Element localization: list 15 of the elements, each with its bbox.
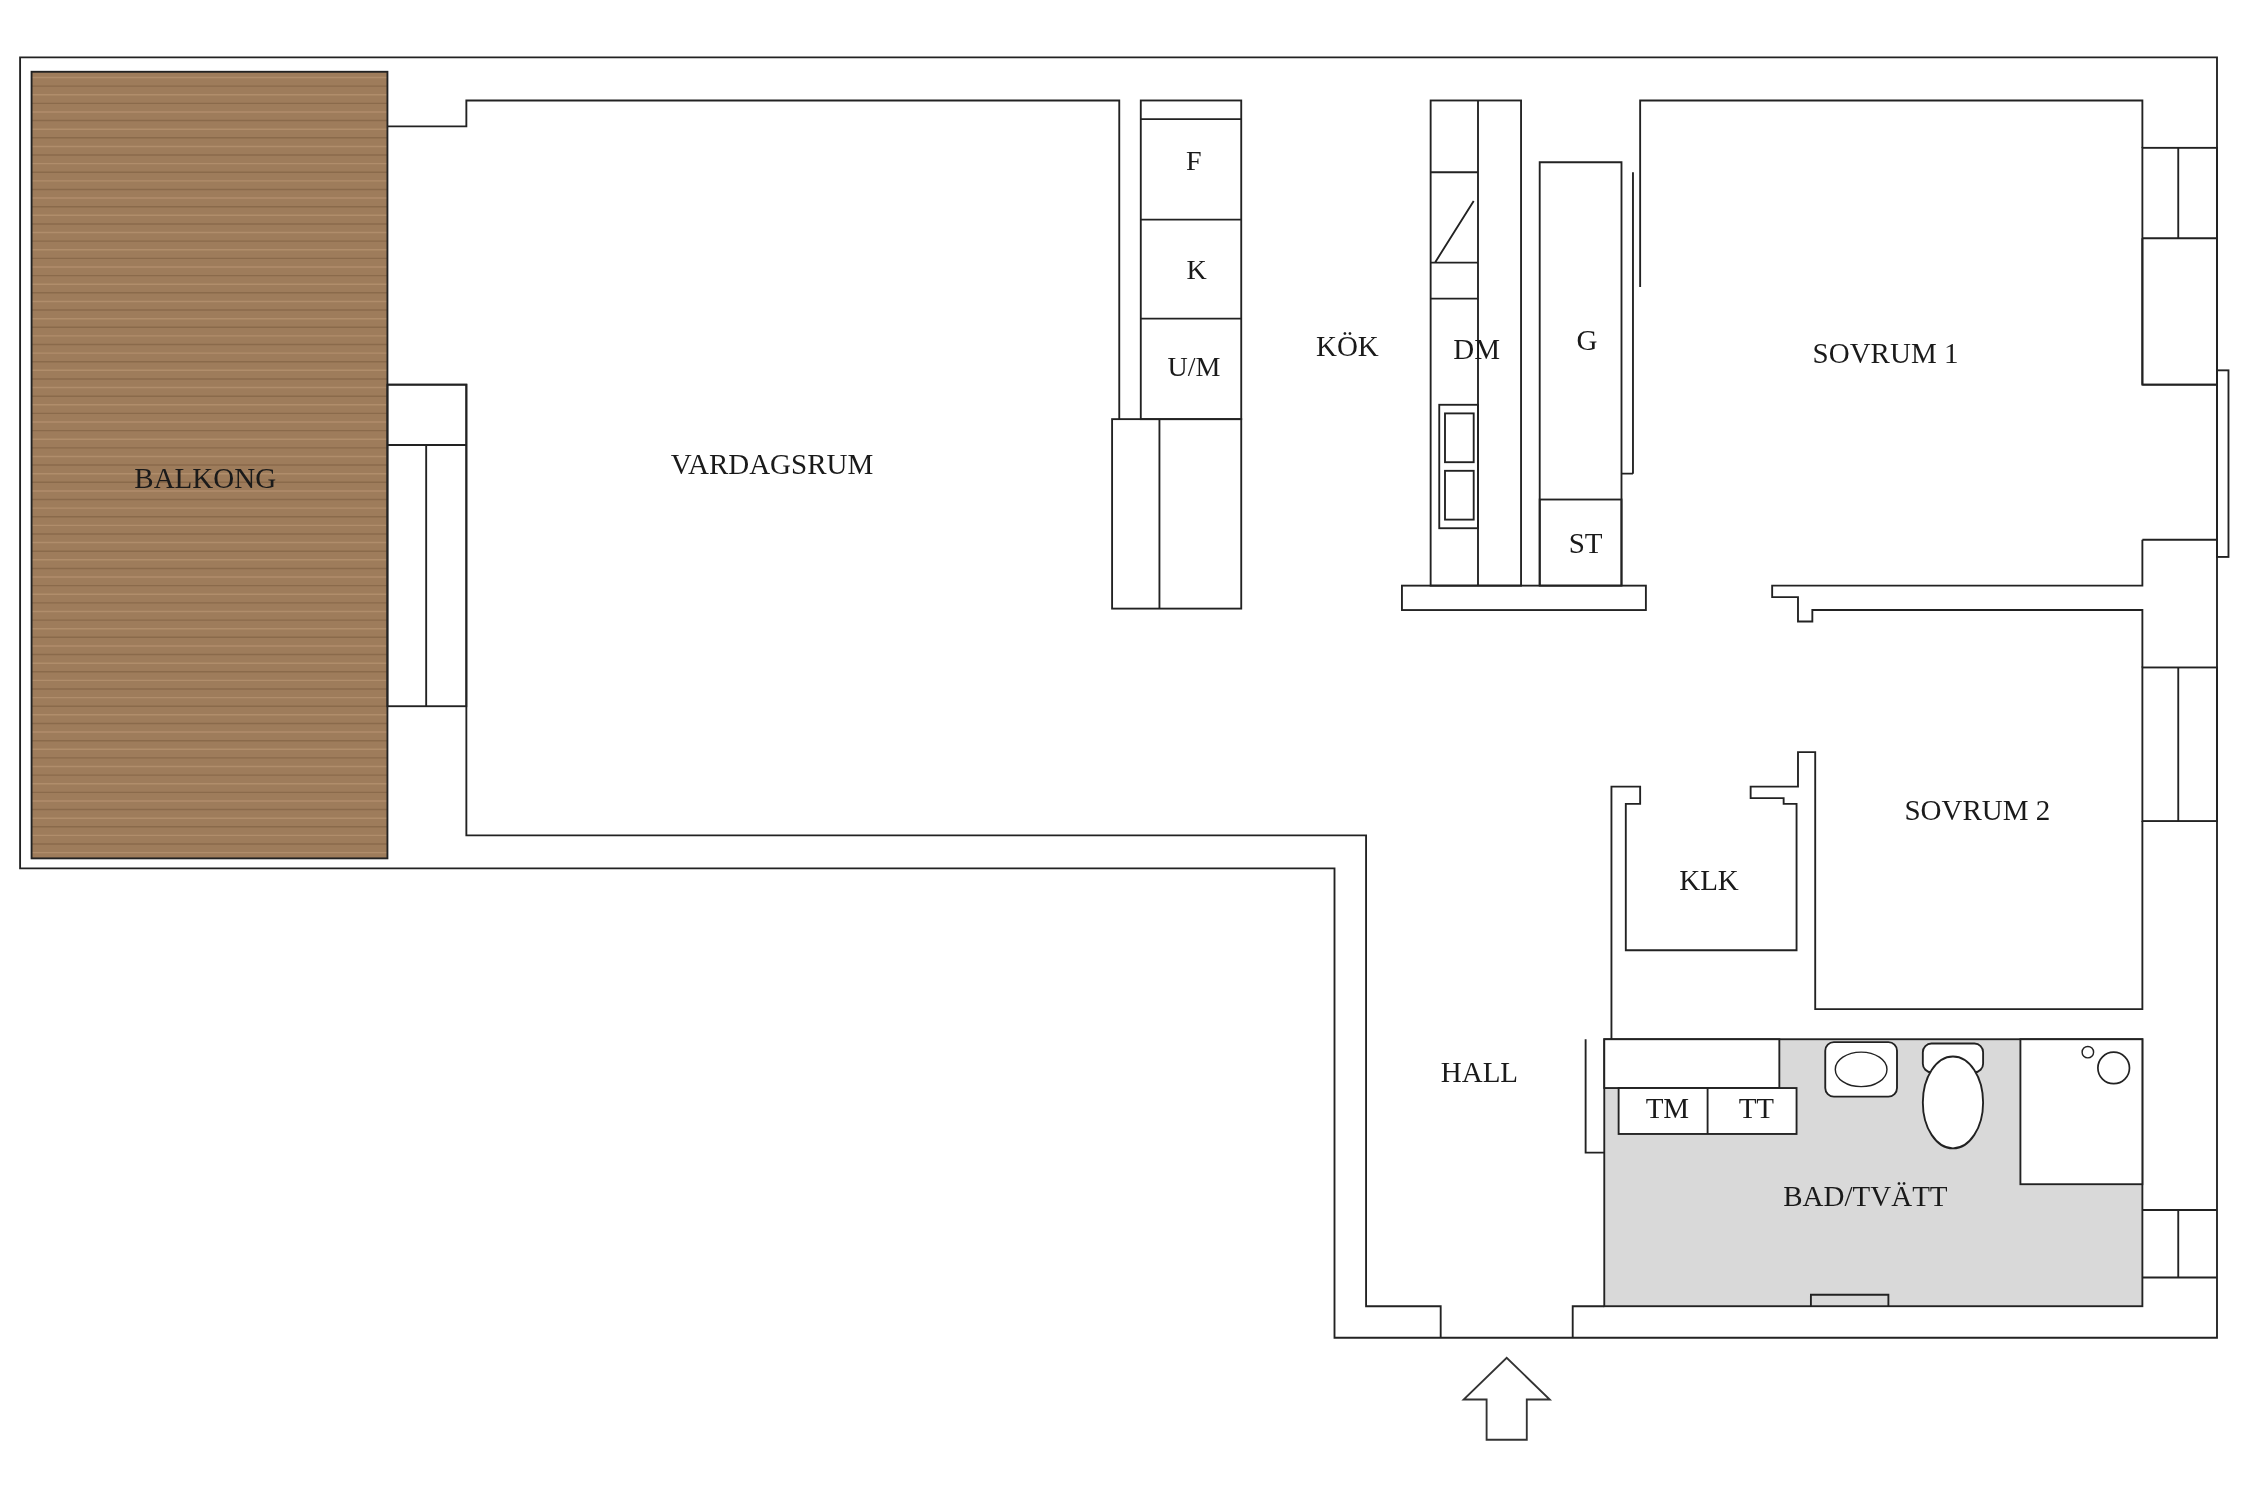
room-label: HALL [1440, 1057, 1519, 1087]
room-label: BAD/TVÄTT [1783, 1181, 1948, 1211]
room-label: SOVRUM 2 [1904, 795, 2051, 825]
room-label: KLK [1679, 865, 1739, 895]
room-label: SOVRUM 1 [1812, 338, 1959, 368]
room-label: ST [1568, 528, 1603, 558]
room-label: VARDAGSRUM [670, 449, 874, 479]
room-label: U/M [1167, 353, 1221, 382]
room-label: F [1186, 146, 1202, 175]
room-label: TT [1738, 1093, 1775, 1123]
room-label: G [1576, 325, 1598, 355]
room-label: K [1186, 255, 1207, 284]
room-label: KÖK [1316, 331, 1379, 361]
room-label: TM [1645, 1093, 1690, 1123]
room-label: BALKONG [134, 463, 277, 493]
